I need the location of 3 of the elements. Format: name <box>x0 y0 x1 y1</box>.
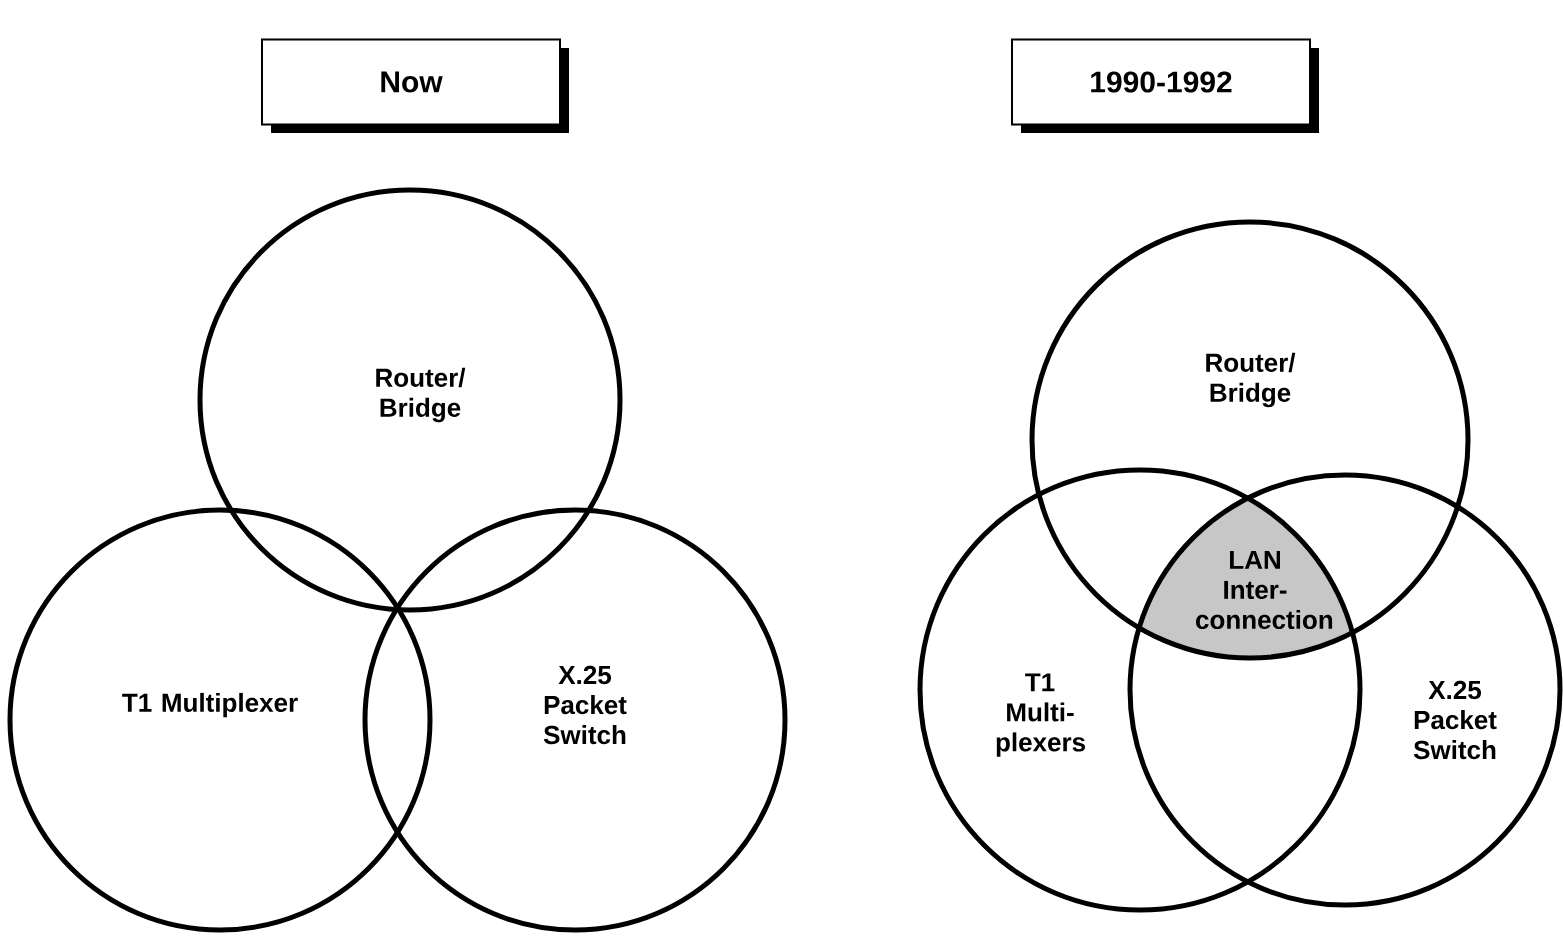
title-box: Now <box>261 38 569 133</box>
title-box: 1990-1992 <box>1011 38 1319 133</box>
shaded-intersection: LAN Inter-connection <box>1130 475 1360 658</box>
